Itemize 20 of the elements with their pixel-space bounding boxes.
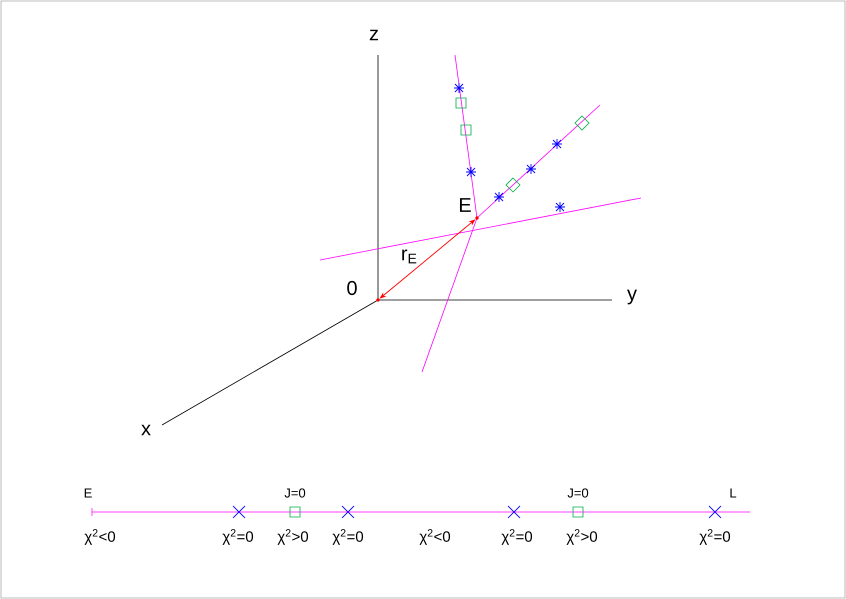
annotation-label: L bbox=[730, 488, 736, 498]
annotation-label: J=0 bbox=[284, 488, 306, 498]
annotation-label: J=0 bbox=[568, 488, 588, 498]
annotation-label: χ$^{2}$>0 bbox=[566, 529, 598, 545]
axis-label: y bbox=[627, 290, 637, 304]
annotation-label: χ$^{2}$=0 bbox=[222, 529, 254, 545]
annotation-label: χ$^{2}$=0 bbox=[700, 529, 730, 545]
annotation-label: χ$^{2}$=0 bbox=[502, 529, 532, 545]
point bbox=[376, 298, 380, 302]
annotation-label: χ$^{2}$>0 bbox=[278, 529, 308, 545]
point-label: 0 bbox=[347, 280, 357, 296]
annotation-label: χ$^{2}$=0 bbox=[332, 529, 364, 545]
edge-label: r$_{E}$ bbox=[400, 248, 418, 264]
annotation-label: χ$^{2}$<0 bbox=[84, 529, 116, 545]
annotation-label: E bbox=[84, 488, 92, 498]
axis-label: z bbox=[370, 30, 378, 40]
point-label: E bbox=[460, 198, 471, 212]
axis-label: x bbox=[141, 424, 151, 436]
point bbox=[475, 216, 479, 220]
annotation-label: χ$^{2}$<0 bbox=[420, 529, 450, 545]
